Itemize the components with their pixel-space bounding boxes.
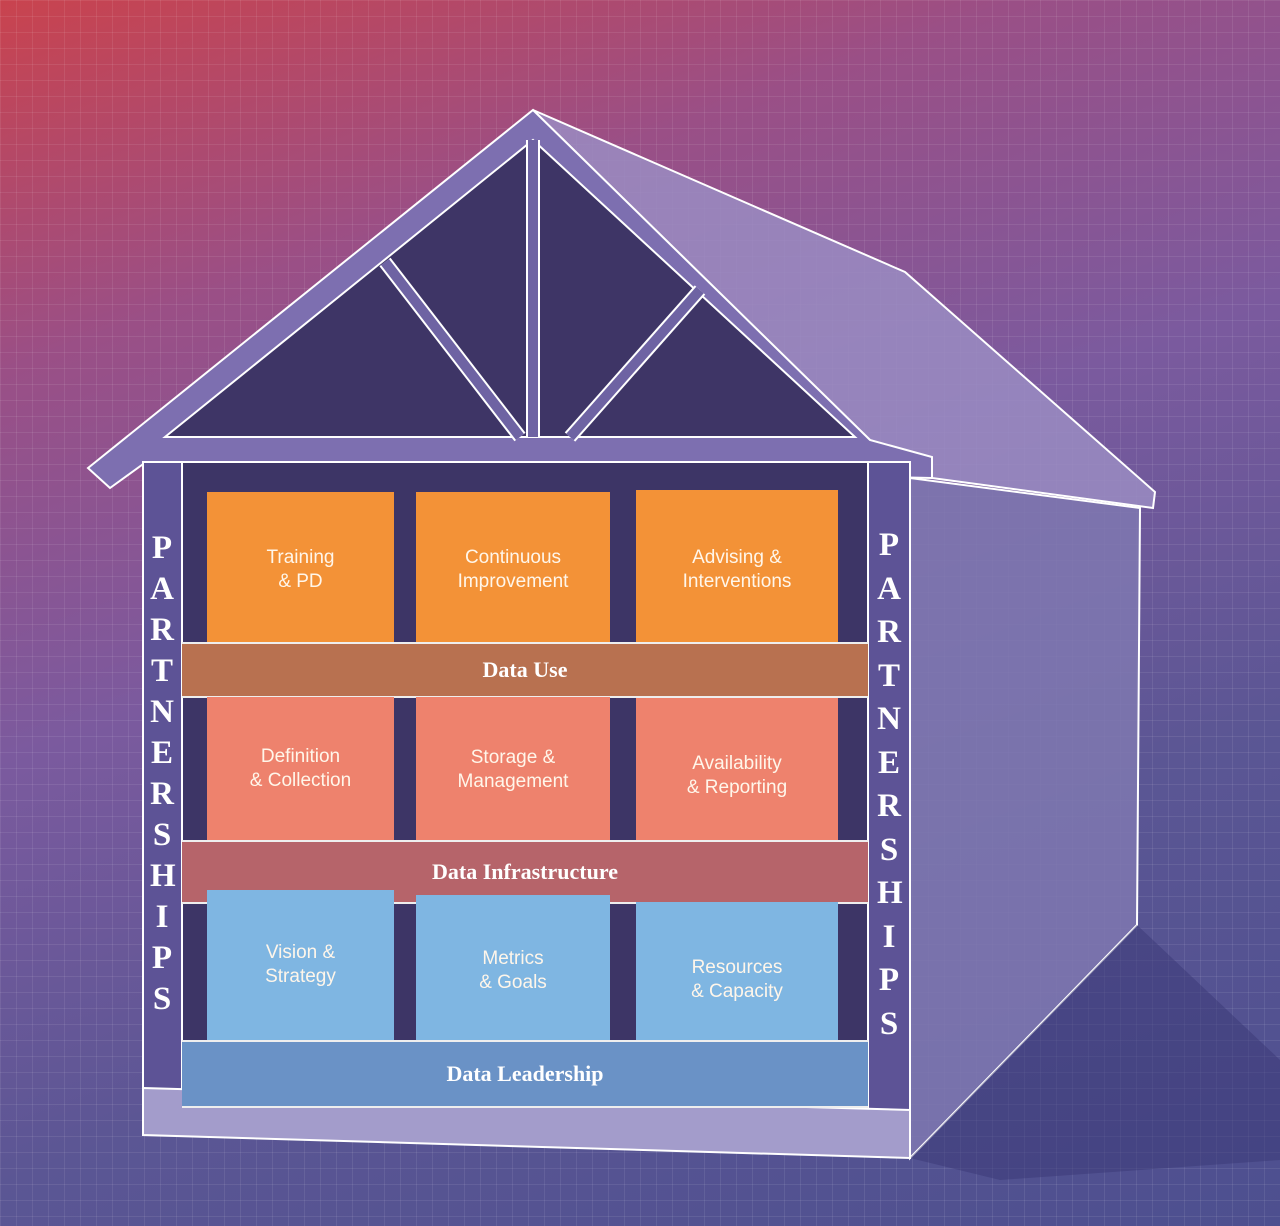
partnerships-right: PARTNERSHIPS bbox=[877, 527, 903, 1042]
tile-continuous-improvement: Continuous Improvement bbox=[416, 492, 610, 644]
tile-vision-strategy: Vision & Strategy bbox=[207, 890, 394, 1040]
tile-resources-capacity: Resources & Capacity bbox=[636, 902, 838, 1058]
tile-definition-collection: Definition & Collection bbox=[207, 697, 394, 840]
band-data-use: Data Use bbox=[182, 642, 868, 698]
band-data-leadership: Data Leadership bbox=[182, 1040, 868, 1108]
tile-availability-reporting: Availability & Reporting bbox=[636, 698, 838, 853]
tile-metrics-goals: Metrics & Goals bbox=[416, 895, 610, 1047]
partnerships-left: PARTNERSHIPS bbox=[150, 530, 176, 1017]
tile-training-pd: Training & PD bbox=[207, 492, 394, 642]
tile-advising-interventions: Advising & Interventions bbox=[636, 490, 838, 646]
tile-storage-management: Storage & Management bbox=[416, 697, 610, 843]
